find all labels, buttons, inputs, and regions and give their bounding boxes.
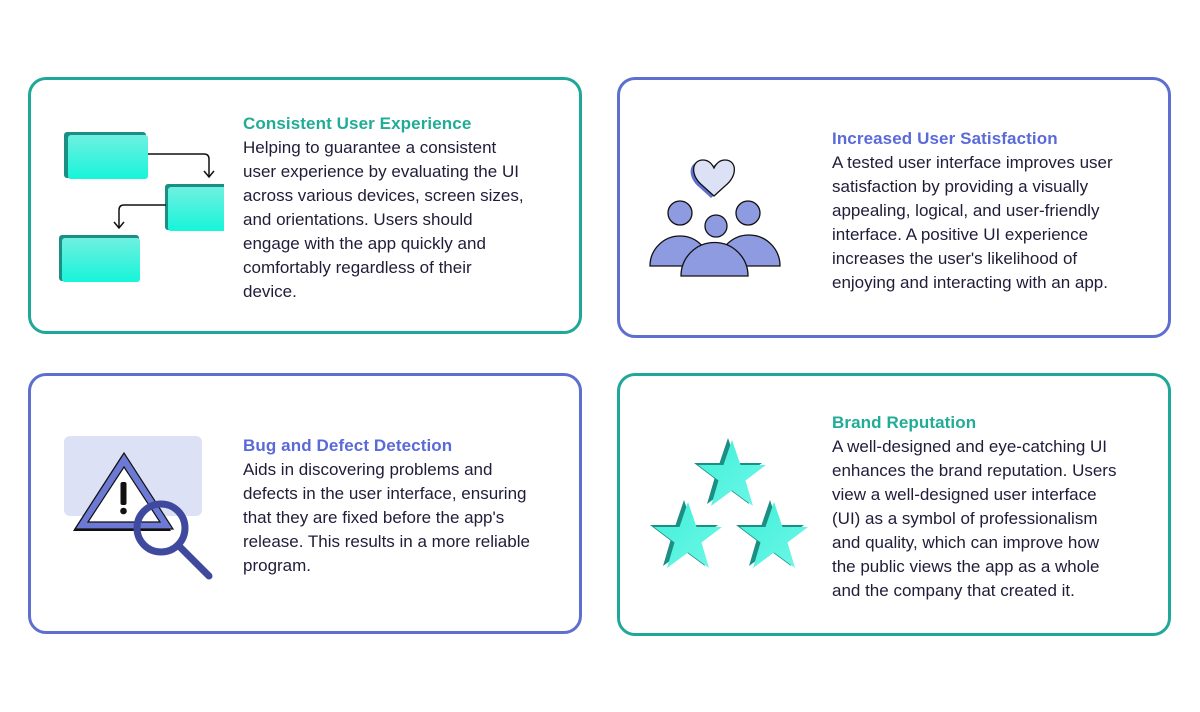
card-title: Brand Reputation bbox=[832, 413, 977, 432]
star-icon bbox=[650, 500, 722, 568]
card-title: Increased User Satisfaction bbox=[832, 129, 1058, 148]
card-text: Bug and Defect Detection Aids in discove… bbox=[243, 434, 573, 578]
users-heart-icon bbox=[648, 148, 783, 278]
card-consistent-user-experience: Consistent User Experience Helping to gu… bbox=[28, 77, 582, 334]
star-icon bbox=[694, 438, 766, 506]
card-text: Increased User Satisfaction A tested use… bbox=[832, 127, 1162, 295]
card-title: Bug and Defect Detection bbox=[243, 436, 453, 455]
card-text: Consistent User Experience Helping to gu… bbox=[243, 112, 573, 304]
card-bug-and-defect-detection: Bug and Defect Detection Aids in discove… bbox=[28, 373, 582, 634]
flowchart-icon bbox=[59, 130, 248, 285]
card-text: Brand Reputation A well-designed and eye… bbox=[832, 411, 1162, 603]
card-title: Consistent User Experience bbox=[243, 114, 472, 133]
warning-magnifier-icon bbox=[61, 433, 216, 583]
magnifier-icon bbox=[133, 500, 213, 580]
card-description: Helping to guarantee a consistent user e… bbox=[243, 138, 524, 301]
heart-icon bbox=[690, 159, 736, 198]
card-brand-reputation: Brand Reputation A well-designed and eye… bbox=[617, 373, 1171, 636]
star-icon bbox=[736, 500, 808, 568]
three-stars-icon bbox=[650, 438, 810, 573]
card-increased-user-satisfaction: Increased User Satisfaction A tested use… bbox=[617, 77, 1171, 338]
card-description: A well-designed and eye-catching UI enha… bbox=[832, 437, 1117, 600]
card-description: A tested user interface improves user sa… bbox=[832, 153, 1113, 292]
card-description: Aids in discovering problems and defects… bbox=[243, 460, 530, 575]
